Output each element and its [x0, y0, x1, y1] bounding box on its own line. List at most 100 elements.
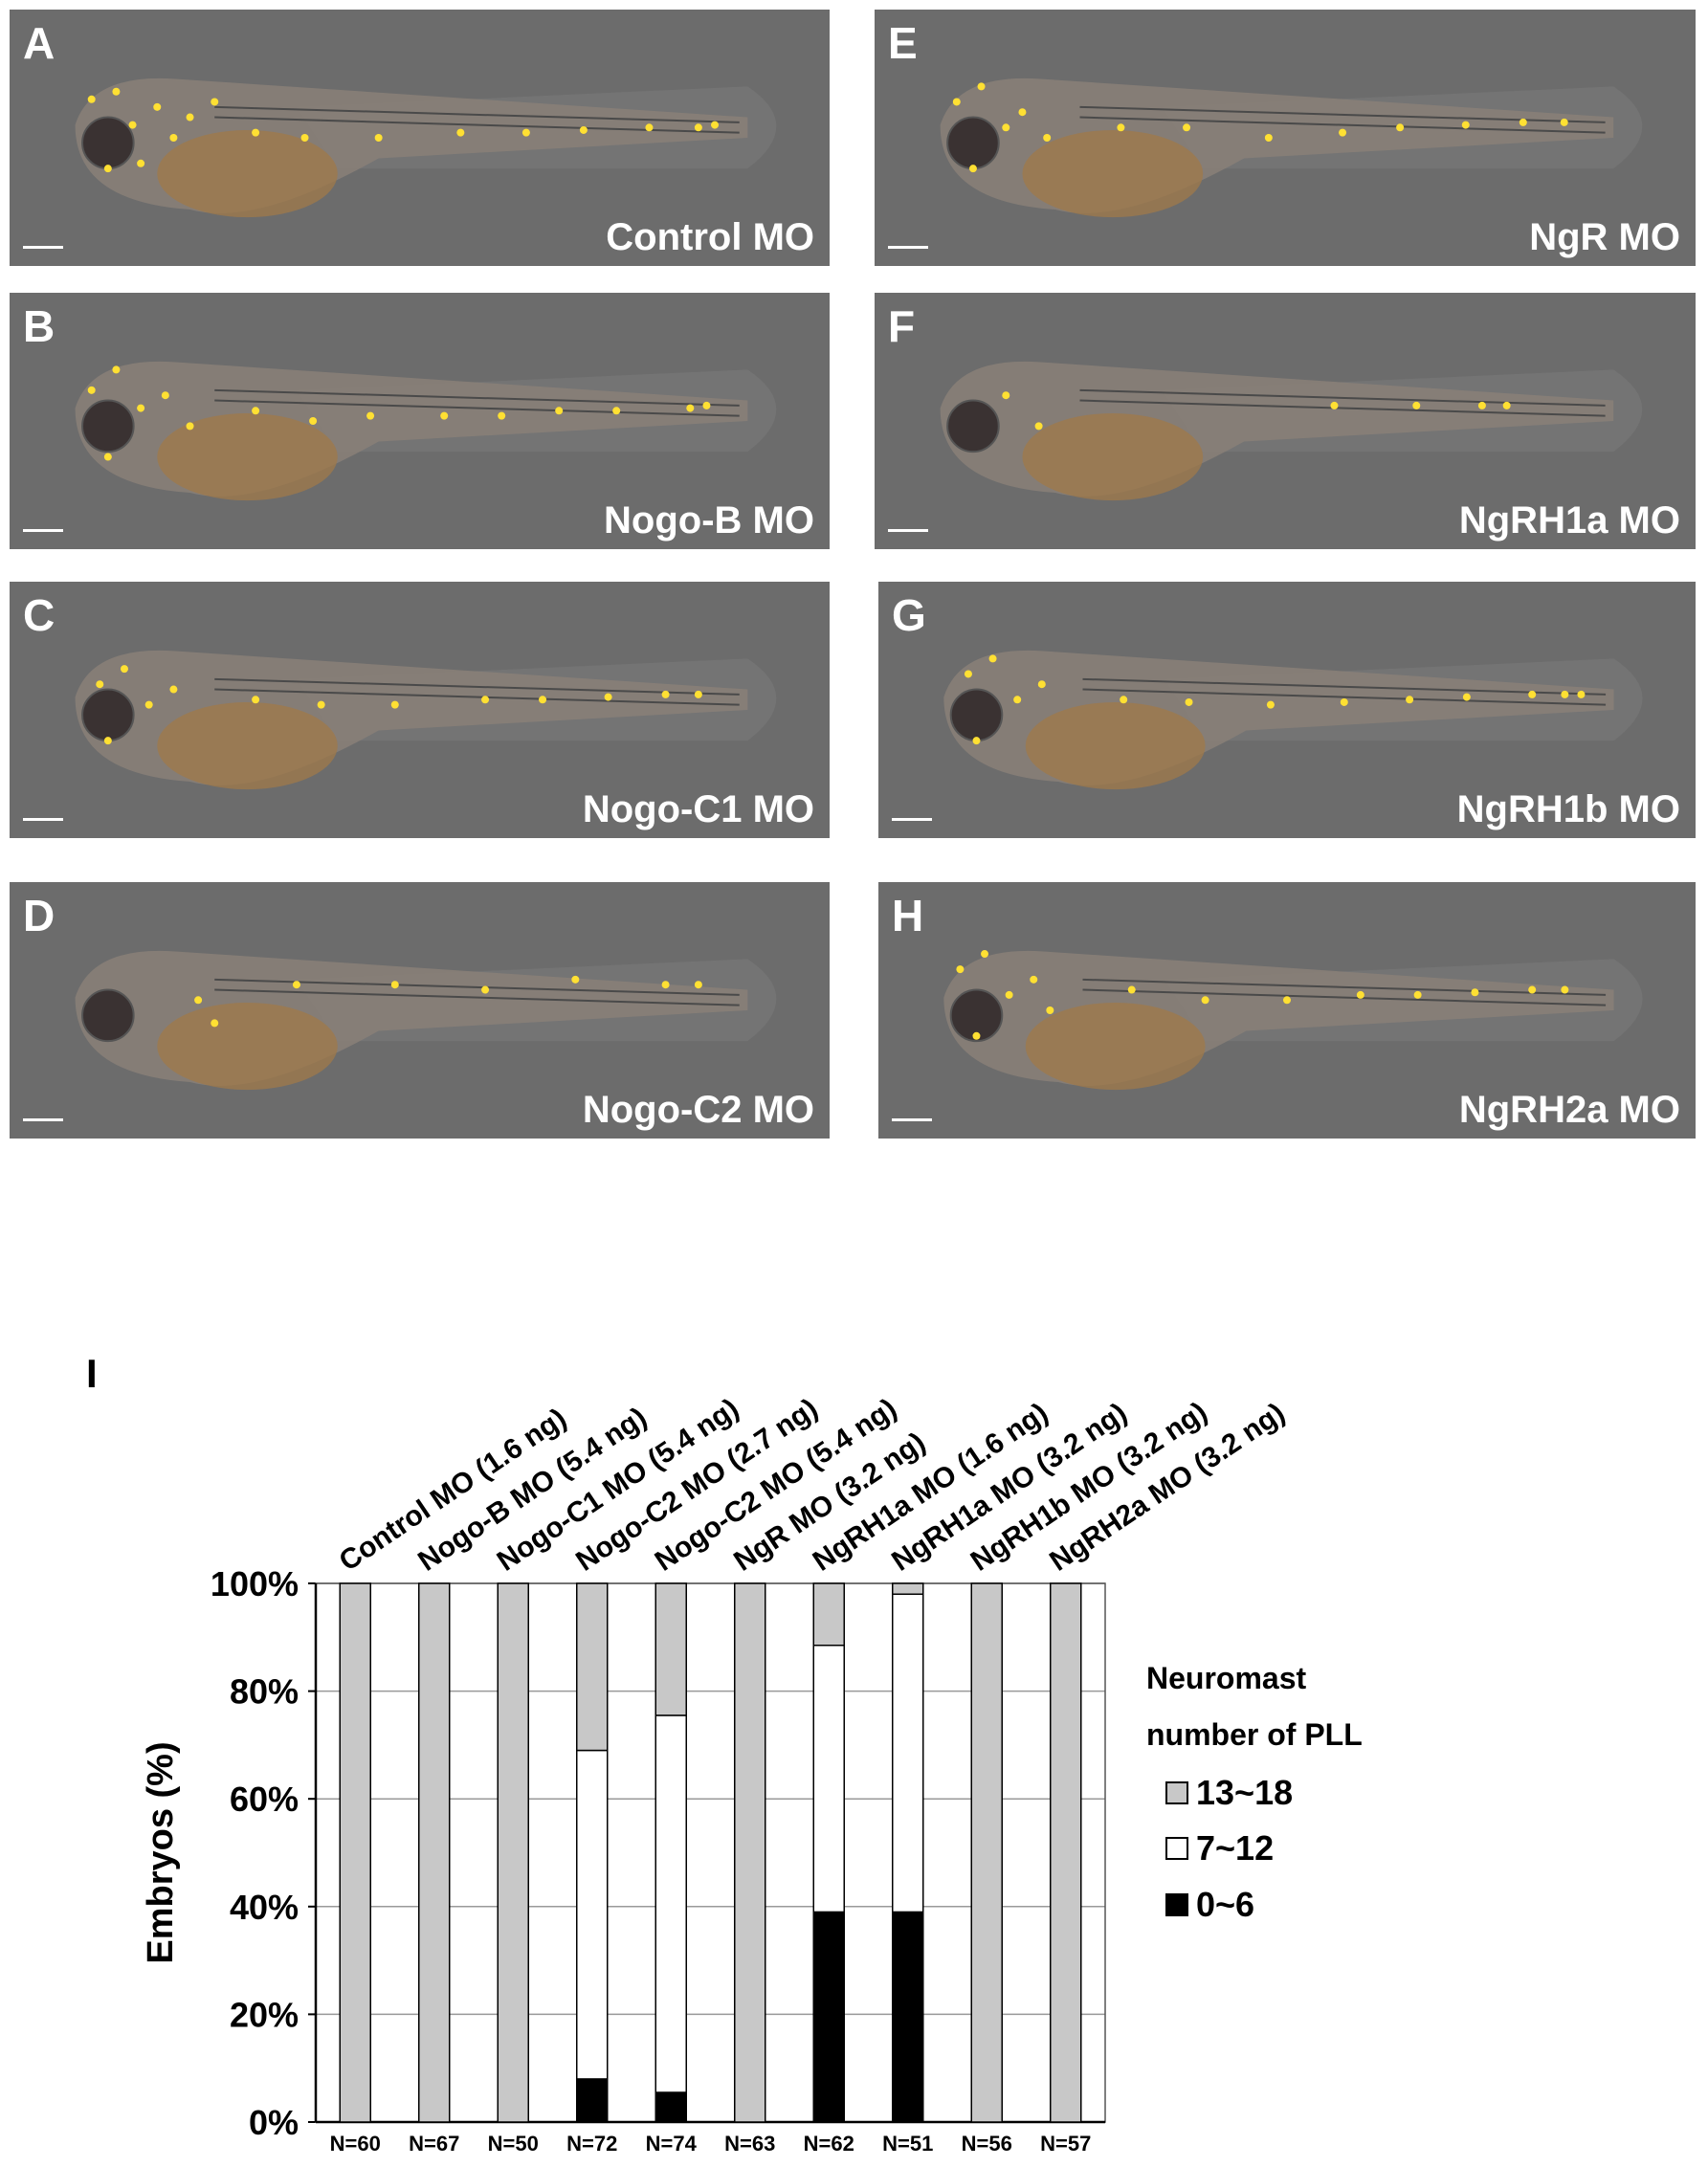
neuromast-dot [972, 737, 981, 745]
yolk [157, 129, 338, 218]
neuromast-dot [137, 159, 145, 167]
neuromast-dot [952, 98, 961, 106]
bar-segment-7-12 [576, 1749, 609, 2080]
bar-segment-13-18 [734, 1582, 766, 2123]
bar-segment-13-18 [418, 1582, 451, 2123]
neuromast-dot [1519, 118, 1527, 126]
legend-title-line1: Neuromast [1146, 1661, 1307, 1695]
neuromast-dot [1002, 391, 1010, 400]
legend-swatch-7-12 [1165, 1837, 1188, 1860]
neuromast-dot [521, 128, 530, 137]
panel-letter: B [23, 301, 55, 351]
neuromast-dot [579, 125, 588, 134]
neuromast-dot [1406, 696, 1414, 704]
notochord-line [1079, 116, 1606, 134]
panel-letter: F [888, 301, 916, 351]
plot-frame [315, 1582, 1106, 2123]
bar-segment-13-18 [970, 1582, 1003, 2123]
notochord-line [1079, 388, 1606, 407]
legend-item-13-18: 13~18 [1165, 1773, 1293, 1813]
neuromast-dot [555, 407, 564, 415]
neuromast-dot [112, 365, 121, 374]
category-label: Nogo-C2 MO (5.4 ng) [650, 1393, 902, 1578]
legend-label-0-6: 0~6 [1196, 1885, 1255, 1924]
neuromast-dot [292, 981, 300, 989]
neuromast-dot [252, 696, 260, 704]
bar-segment-13-18 [654, 1582, 687, 1716]
neuromast-dot [661, 981, 670, 989]
bar-segment-7-12 [654, 1714, 687, 2093]
yolk [1025, 701, 1206, 790]
bar-segment-7-12 [812, 1644, 845, 1913]
neuromast-dot [981, 950, 989, 959]
neuromast-dot [186, 422, 194, 431]
scale-bar [23, 1118, 63, 1121]
y-tick-label: 20% [230, 1995, 299, 2034]
scale-bar [23, 529, 63, 532]
neuromast-dot [1462, 693, 1471, 701]
neuromast-dot [1127, 985, 1136, 994]
y-tick-label: 40% [230, 1888, 299, 1927]
n-label: N=72 [566, 2132, 617, 2156]
neuromast-dot [645, 123, 654, 132]
neuromast-dot [252, 407, 260, 415]
notochord-line [214, 688, 740, 706]
notochord-line [214, 988, 740, 1006]
neuromast-dot [1037, 680, 1046, 689]
neuromast-dot [390, 981, 399, 989]
n-label: N=60 [330, 2132, 381, 2156]
bar-segment-13-18 [576, 1582, 609, 1752]
neuromast-dot [1013, 696, 1022, 704]
legend-item-0-6: 0~6 [1165, 1885, 1254, 1925]
neuromast-dot [1560, 118, 1568, 126]
yolk [1025, 1002, 1206, 1091]
scale-bar [23, 818, 63, 821]
neuromast-dot [694, 690, 702, 698]
neuromast-dot [571, 975, 580, 984]
neuromast-dot [481, 696, 490, 704]
notochord-line [1082, 688, 1607, 706]
neuromast-dot [1330, 401, 1339, 409]
panel-caption: NgR MO [1529, 216, 1680, 258]
neuromast-dot [1030, 975, 1038, 984]
neuromast-dot [702, 401, 711, 409]
eye [949, 688, 1004, 742]
bar-segment-0-6 [654, 2091, 687, 2123]
eye [946, 116, 1000, 170]
category-label: NgRH1a MO (1.6 ng) [808, 1397, 1054, 1578]
eye [81, 116, 135, 170]
neuromast-dot [956, 965, 965, 974]
n-label: N=62 [804, 2132, 854, 2156]
notochord-line [1079, 399, 1606, 417]
neuromast-dot [968, 165, 977, 173]
notochord-line [214, 388, 740, 407]
neuromast-dot [120, 665, 128, 674]
neuromast-dot [1283, 996, 1291, 1005]
category-label: NgRH1b MO (3.2 ng) [965, 1396, 1213, 1578]
neuromast-dot [1120, 696, 1128, 704]
neuromast-dot [498, 411, 506, 420]
panel-letter: G [892, 590, 926, 640]
panel-letter: C [23, 590, 55, 640]
neuromast-dot [1117, 123, 1125, 132]
neuromast-dot [144, 700, 153, 709]
embryo-image [75, 650, 777, 790]
neuromast-dot [1005, 990, 1013, 999]
y-tick-label: 0% [249, 2103, 299, 2142]
y-axis-label: Embryos (%) [141, 1741, 181, 1963]
embryo-image [75, 950, 777, 1091]
neuromast-dot [1046, 1006, 1054, 1014]
neuromast-dot [1528, 690, 1537, 698]
neuromast-dot [186, 113, 194, 122]
n-label: N=67 [409, 2132, 459, 2156]
panel-caption: Control MO [606, 216, 814, 258]
bar-segment-13-18 [812, 1582, 845, 1647]
notochord-line [214, 978, 740, 996]
category-label: NgRH2a MO (3.2 ng) [1044, 1397, 1291, 1578]
n-label: N=50 [488, 2132, 539, 2156]
category-label: Nogo-C1 MO (5.4 ng) [492, 1393, 744, 1578]
neuromast-dot [194, 996, 203, 1005]
category-label: Control MO (1.6 ng) [334, 1403, 572, 1578]
n-label: N=51 [882, 2132, 933, 2156]
